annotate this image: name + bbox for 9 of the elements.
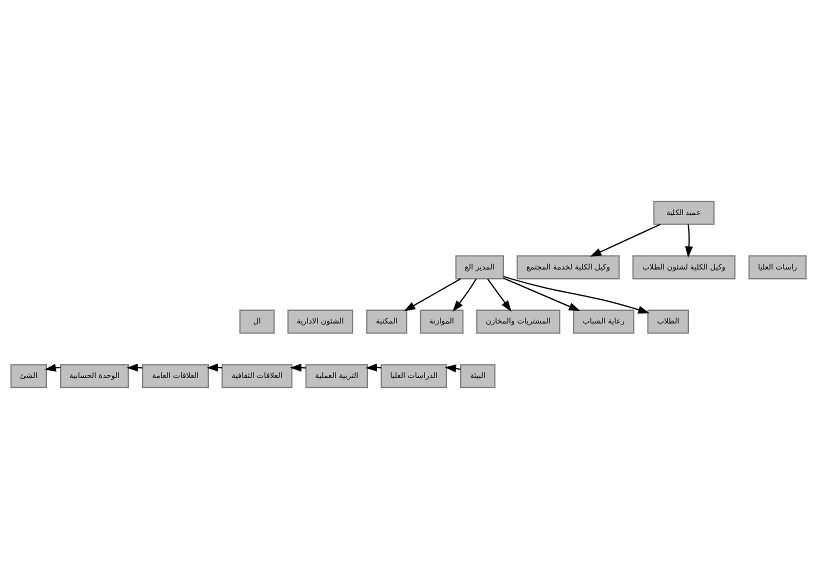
arrow [126,363,143,372]
arrow [503,277,580,311]
arrow [685,224,694,258]
arrow [590,223,660,256]
arrow [404,278,461,311]
arrow [503,275,650,314]
arrow [487,278,512,312]
arrow [290,363,306,372]
arrow [452,278,477,312]
